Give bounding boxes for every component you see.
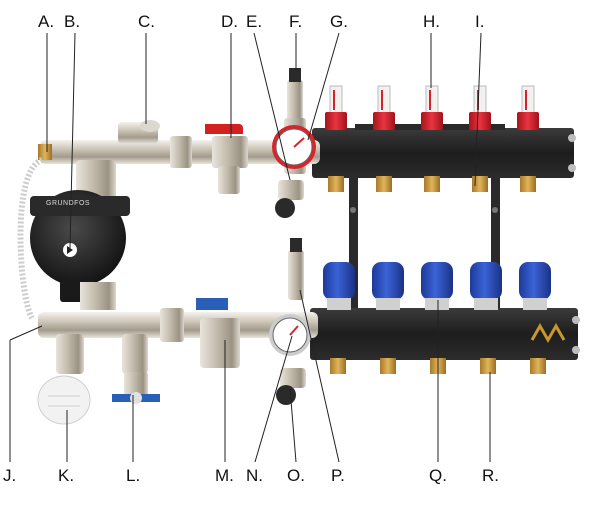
thermostatic-head [37,375,91,425]
leader-line-j2 [9,325,43,341]
upper-pipe-assembly [38,120,320,194]
label-a: A. [38,12,55,31]
upper-pressure-gauge [272,125,316,169]
upper-drain-valve [275,180,304,218]
label-m: M. [215,466,234,485]
label-d: D. [221,12,238,31]
label-i: I. [475,12,485,31]
label-e: E. [246,12,263,31]
leader-line-n [254,335,293,463]
label-k: K. [58,466,75,485]
label-c: C. [138,12,155,31]
mounting-brackets [349,178,500,328]
lower-pipe-assembly [38,308,318,374]
lower-pressure-gauge [269,314,311,356]
leader-lines [9,32,491,463]
flow-meters [325,85,539,130]
label-p: P. [331,466,345,485]
supply-outlets [328,176,536,192]
lower-fill-valve [112,372,160,404]
label-j: J. [3,466,17,485]
supply-manifold-bar [312,124,576,178]
leader-line-g [307,32,340,141]
circulation-pump [30,188,130,310]
blue-valve-handle [196,298,228,310]
leader-line-i [474,32,482,187]
label-q: Q. [429,466,447,485]
red-valve-handle [205,124,243,134]
label-h: H. [423,12,440,31]
leader-line-e [253,32,291,181]
label-l: L. [126,466,141,485]
label-r: R. [482,466,499,485]
label-g: G. [330,12,348,31]
sensor-spring-cable [17,157,44,320]
blue-valve-caps [323,262,551,310]
pump-brand-text: GRUNDFOS [46,200,91,207]
label-o: O. [287,466,305,485]
lower-air-vent [288,238,304,300]
leader-line-b [69,32,76,249]
label-n: N. [246,466,263,485]
label-f: F. [289,12,303,31]
return-manifold-bar [310,308,580,360]
leader-line-o [289,387,297,463]
leader-line-p [299,289,340,463]
label-b: B. [64,12,81,31]
